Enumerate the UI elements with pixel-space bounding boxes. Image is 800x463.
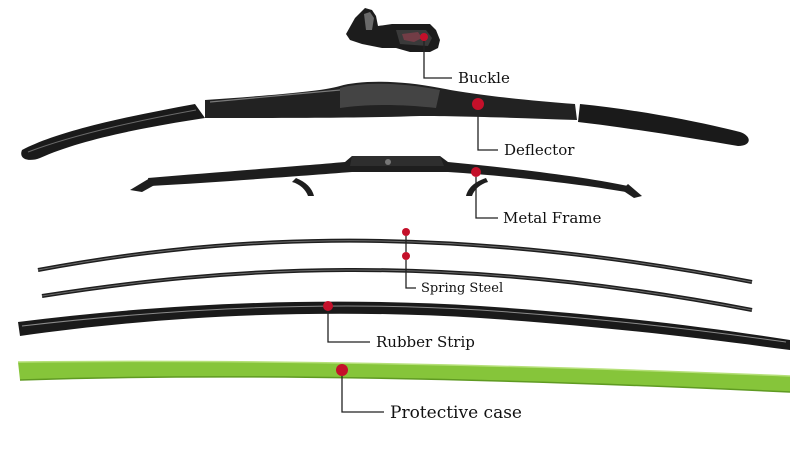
deflector-part [21, 81, 749, 160]
spring-steel-marker-top [402, 228, 410, 236]
protective-case-part [17, 360, 791, 393]
spring-steel-marker-bottom [402, 252, 410, 260]
metal-frame-marker [471, 167, 481, 177]
rubber-strip-label: Rubber Strip [376, 333, 475, 351]
spring-steel-label: Spring Steel [421, 281, 503, 296]
rubber-strip-leader [327, 311, 370, 343]
buckle-marker [420, 33, 428, 41]
rubber-strip-part [18, 301, 790, 350]
spring-steel-leader [405, 260, 416, 289]
protective-case-label: Protective case [390, 403, 522, 423]
buckle-leader [423, 41, 452, 79]
metal-frame-part [130, 156, 642, 198]
protective-case-marker [336, 364, 348, 376]
protective-case-leader [341, 376, 384, 413]
metal-frame-leader [475, 177, 498, 219]
spring-steel-part [37, 228, 753, 312]
metal-frame-label: Metal Frame [503, 209, 602, 227]
rubber-strip-marker [323, 301, 333, 311]
leader-lines [327, 41, 498, 413]
buckle-label: Buckle [458, 69, 510, 87]
buckle-part [346, 8, 440, 52]
deflector-leader [477, 110, 498, 151]
deflector-marker [472, 98, 484, 110]
deflector-label: Deflector [504, 141, 575, 159]
